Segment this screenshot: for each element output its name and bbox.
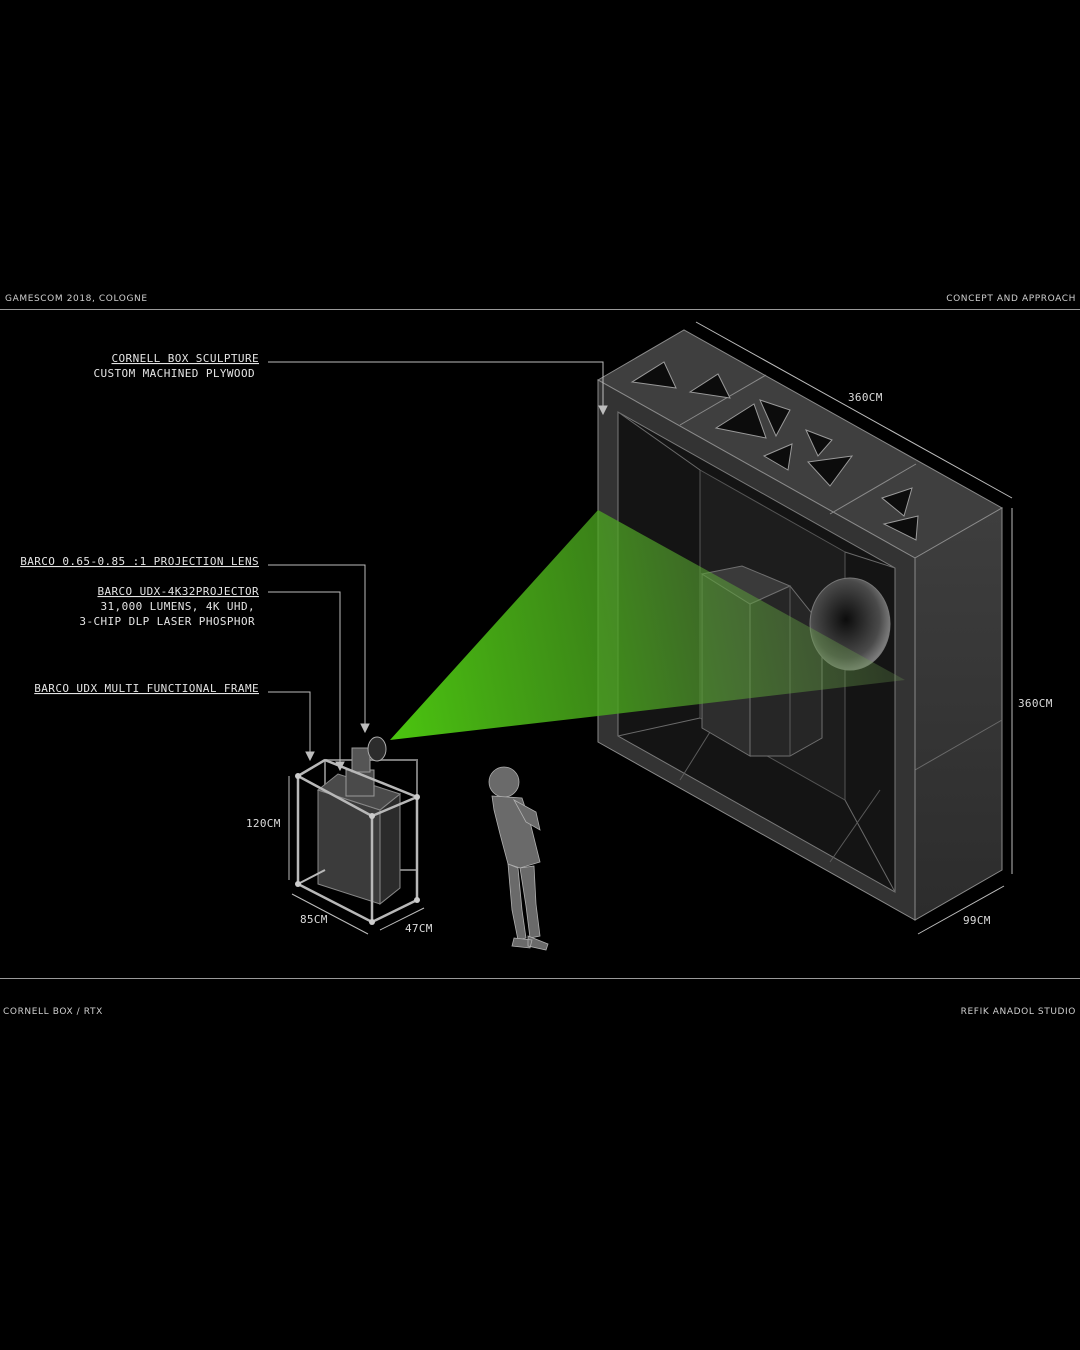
sculpture-label-title: CORNELL BOX SCULPTURE xyxy=(112,352,259,365)
frame-depth-dimension xyxy=(379,907,425,931)
header-divider xyxy=(0,309,1080,310)
frame-joint-5 xyxy=(369,919,375,925)
box-width-dimension xyxy=(695,321,1013,499)
projector-leader xyxy=(268,591,341,766)
footer-left-text: CORNELL BOX / RTX xyxy=(3,1007,103,1017)
person-arm xyxy=(512,798,541,831)
box-depth-label: 99CM xyxy=(963,914,991,927)
box-height-label: 360CM xyxy=(1018,697,1053,710)
sculpture-leader-arrow xyxy=(598,405,608,416)
frame-width-label: 85CM xyxy=(300,913,328,926)
person-head xyxy=(488,766,520,798)
projector-frame-assembly xyxy=(295,736,420,925)
projection-beam xyxy=(390,510,905,740)
person-legs xyxy=(507,863,541,941)
lens-label: BARCO 0.65-0.85 :1 PROJECTION LENS xyxy=(20,555,259,568)
box-side-seam xyxy=(914,719,1003,771)
box-side-face xyxy=(914,507,1003,921)
projector-label-title: BARCO UDX-4K32PROJECTOR xyxy=(97,585,259,598)
person-torso xyxy=(491,795,541,869)
person-feet xyxy=(511,935,549,951)
header-right-text: CONCEPT AND APPROACH xyxy=(946,294,1076,304)
top-cutout-3 xyxy=(714,403,767,439)
projector-label-line2: 31,000 LUMENS, 4K UHD, xyxy=(101,600,256,613)
frame-joint-6 xyxy=(414,897,420,903)
top-cutout-8 xyxy=(880,487,913,517)
callout-leaders xyxy=(268,361,608,772)
header-left-text: GAMESCOM 2018, COLOGNE xyxy=(5,294,148,304)
projection-lens xyxy=(367,736,387,762)
dimension-lines xyxy=(288,321,1013,935)
sculpture-label-subtitle: CUSTOM MACHINED PLYWOOD xyxy=(93,367,255,380)
frame-bottom-right xyxy=(371,898,418,924)
top-face-division-2 xyxy=(829,463,917,515)
interior-edge-1 xyxy=(617,411,701,471)
interior-floor-line-2 xyxy=(829,789,881,863)
top-cutout-1 xyxy=(630,361,677,389)
cornell-box-sculpture xyxy=(596,329,1004,921)
sculpture-leader xyxy=(268,361,604,410)
footer-divider xyxy=(0,978,1080,979)
frame-height-label: 120CM xyxy=(246,817,281,830)
frame-leader-arrow xyxy=(305,751,315,762)
frame-joint-2 xyxy=(369,813,375,819)
top-cutout-2 xyxy=(688,373,731,399)
frame-label: BARCO UDX MULTI FUNCTIONAL FRAME xyxy=(34,682,259,695)
footer-right-text: REFIK ANADOL STUDIO xyxy=(960,1007,1076,1017)
frame-depth-label: 47CM xyxy=(405,922,433,935)
person-figure xyxy=(488,766,549,951)
frame-leader xyxy=(268,691,311,756)
lens-barrel xyxy=(351,747,371,773)
box-width-label: 360CM xyxy=(848,391,883,404)
top-cutout-5 xyxy=(762,443,793,471)
top-face-division-1 xyxy=(679,374,767,426)
top-cutout-7 xyxy=(806,455,854,487)
interior-edge-4 xyxy=(844,799,896,893)
frame-joint-4 xyxy=(295,881,301,887)
interior-edge-2 xyxy=(844,551,896,569)
frame-top-left xyxy=(297,758,326,778)
top-cutout-4 xyxy=(759,399,791,438)
interior-edge-3 xyxy=(617,717,701,737)
frame-joint-3 xyxy=(414,794,420,800)
interior-floor-line-1 xyxy=(679,723,716,781)
frame-bottom-left xyxy=(297,869,326,885)
box-depth-dimension xyxy=(917,885,1005,935)
lens-leader xyxy=(268,564,366,728)
projector-leader-arrow xyxy=(335,761,345,772)
lens-leader-arrow xyxy=(360,723,370,734)
top-cutout-9 xyxy=(882,515,919,541)
top-cutout-6 xyxy=(805,429,833,457)
frame-width-dimension xyxy=(291,893,369,935)
frame-top-right xyxy=(371,795,418,818)
frame-joint-1 xyxy=(295,773,301,779)
projector-label-line3: 3-CHIP DLP LASER PHOSPHOR xyxy=(79,615,255,628)
